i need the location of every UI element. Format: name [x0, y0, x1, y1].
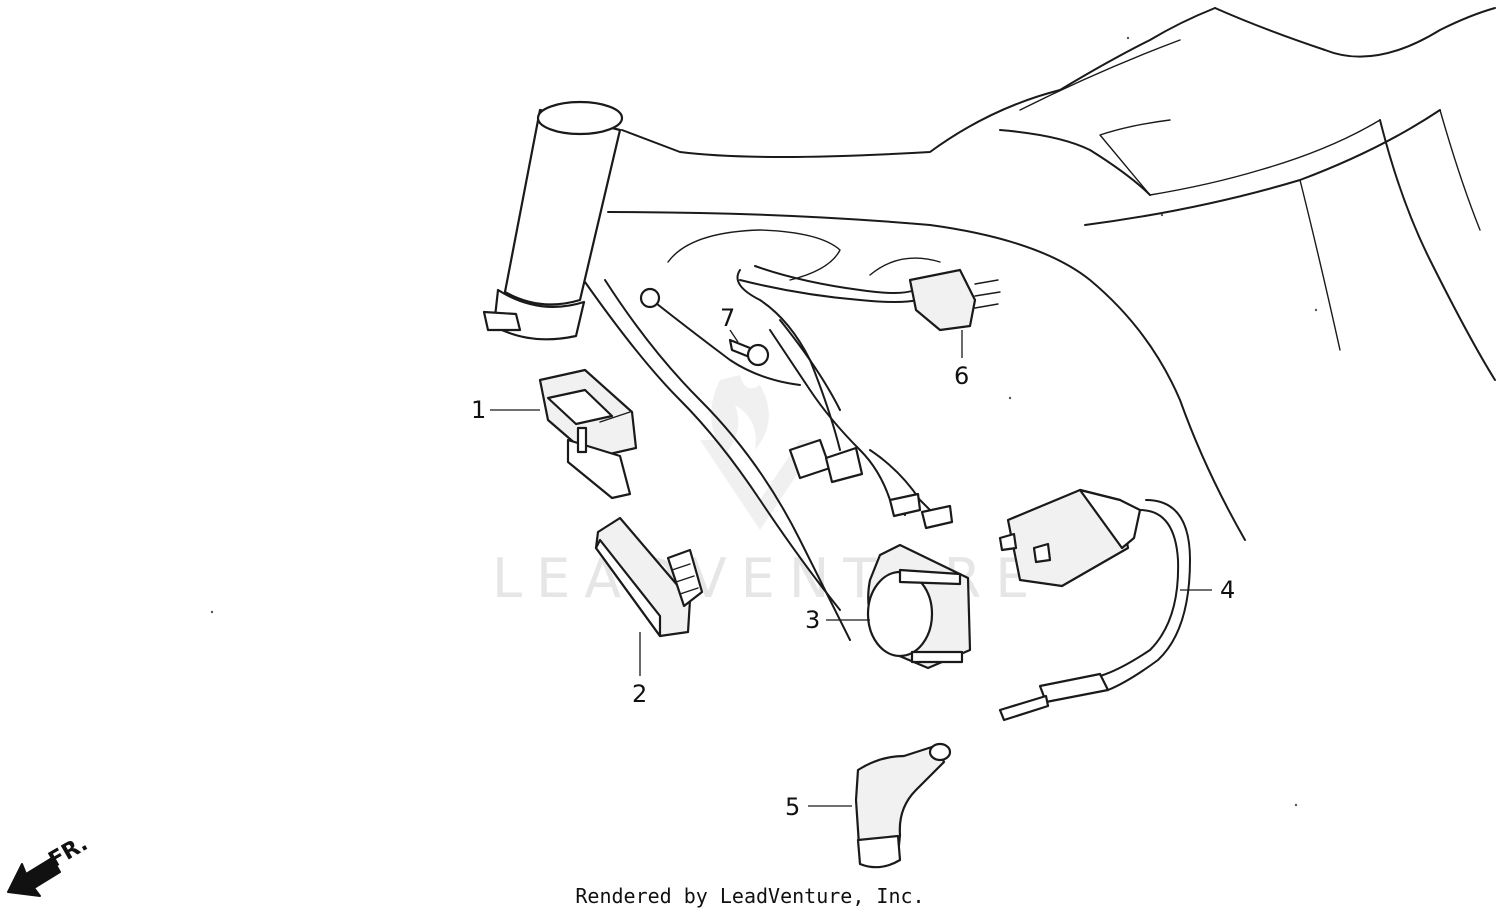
part-2-cdi-unit [594, 516, 704, 638]
part-7-bolt [728, 338, 770, 367]
callout-numbers: 1 2 3 4 5 6 7 [471, 304, 1235, 821]
part-3-rubber-mount [866, 543, 972, 670]
part-4-ignition-coil [998, 488, 1191, 722]
callout-5: 5 [785, 793, 800, 821]
front-arrow-icon [7, 857, 61, 897]
watermark-logo [700, 375, 820, 530]
footer-credit: Rendered by LeadVenture, Inc. [575, 884, 925, 908]
callout-7: 7 [720, 304, 735, 332]
leader-lines [490, 329, 1212, 807]
frame-outline [584, 7, 1496, 641]
callout-3: 3 [805, 606, 820, 634]
callout-4: 4 [1220, 576, 1235, 604]
callout-2: 2 [632, 680, 647, 708]
callout-1: 1 [471, 396, 486, 424]
part-5-plug-cap [854, 742, 952, 869]
part-6-wire-harness [639, 265, 1001, 530]
callout-6: 6 [954, 362, 969, 390]
part-1-holder [538, 368, 638, 500]
handlebar-grip [482, 100, 624, 341]
